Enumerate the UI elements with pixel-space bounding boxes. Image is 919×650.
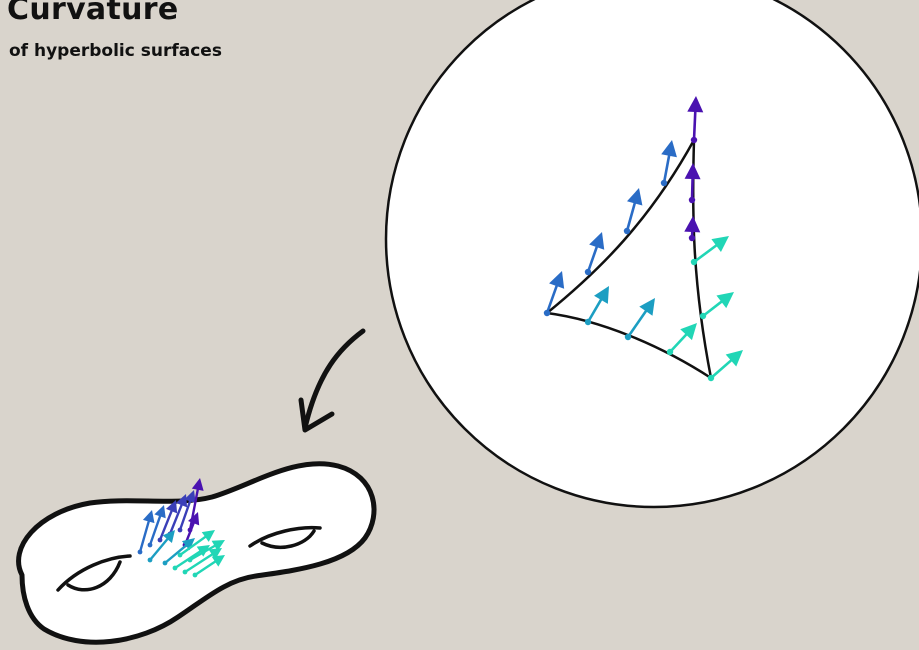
transport-arrow-8 <box>699 292 734 320</box>
surface-arrow-11 <box>187 540 225 563</box>
page-title: Curvature <box>7 0 179 27</box>
transport-arrow-3 <box>660 140 677 187</box>
surface-arrow-1 <box>147 505 166 548</box>
surface-arrow-8 <box>162 538 195 566</box>
surface-arrow-2 <box>157 500 178 543</box>
curved-arrow-icon <box>298 328 366 433</box>
surface-arrow-0 <box>137 510 155 555</box>
surface-arrow-13 <box>177 530 215 558</box>
surface-arrow-4 <box>177 490 196 533</box>
transport-arrow-11 <box>624 298 655 341</box>
transport-arrow-6 <box>684 216 701 242</box>
transport-arrows-surface <box>137 478 225 578</box>
right-hole <box>248 525 322 549</box>
left-hole <box>56 554 132 592</box>
surface-arrow-7 <box>147 530 175 563</box>
transport-arrows-zoom <box>543 96 743 382</box>
transport-arrow-5 <box>684 163 701 204</box>
transport-arrow-9 <box>707 350 743 382</box>
transport-arrow-7 <box>690 236 729 266</box>
transport-arrow-10 <box>584 286 609 326</box>
surface-arrow-12 <box>192 555 225 578</box>
transport-arrow-1 <box>584 232 605 276</box>
zoom-circle <box>384 0 919 509</box>
surface-arrow-10 <box>182 548 222 575</box>
transport-arrow-2 <box>623 188 643 235</box>
transport-arrow-4 <box>687 96 704 144</box>
transport-arrow-0 <box>543 271 565 317</box>
transport-arrow-12 <box>666 323 697 356</box>
page-subtitle: of hyperbolic surfaces <box>9 41 222 61</box>
